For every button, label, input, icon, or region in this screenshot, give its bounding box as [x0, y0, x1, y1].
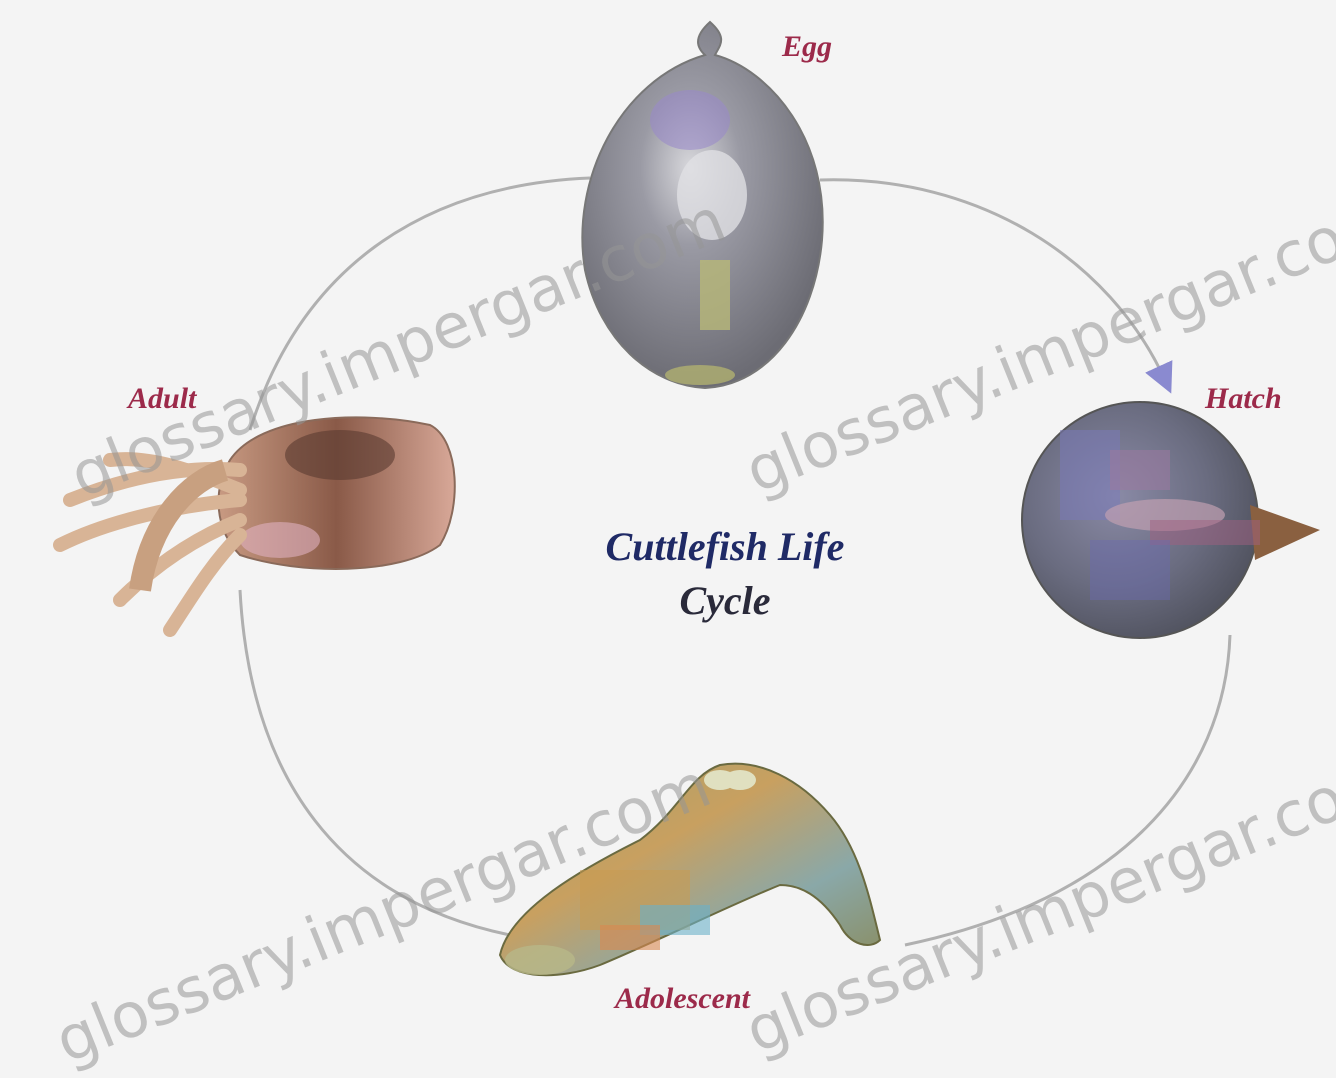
arrow-hatch-to-adolescent	[905, 635, 1230, 945]
stage-label-hatch: Hatch	[1205, 382, 1282, 416]
arrow-egg-to-hatch	[820, 180, 1165, 380]
diagram-artwork	[0, 0, 1336, 1019]
arrow-adolescent-to-adult	[240, 590, 510, 935]
title-line-1: Cuttlefish Life	[560, 520, 890, 574]
hatch-illustration	[1022, 402, 1320, 638]
egg-illustration	[582, 22, 822, 388]
stage-label-adolescent: Adolescent	[615, 982, 750, 1016]
adolescent-illustration	[500, 764, 880, 976]
title-line-2: Cycle	[560, 574, 890, 628]
stage-label-adult: Adult	[128, 382, 196, 416]
diagram-title: Cuttlefish Life Cycle	[560, 520, 890, 628]
arrow-adult-to-egg	[250, 178, 590, 430]
adult-illustration	[60, 417, 455, 630]
life-cycle-diagram: Egg Hatch Adult Adolescent Cuttlefish Li…	[0, 0, 1336, 1019]
stage-label-egg: Egg	[782, 30, 832, 64]
